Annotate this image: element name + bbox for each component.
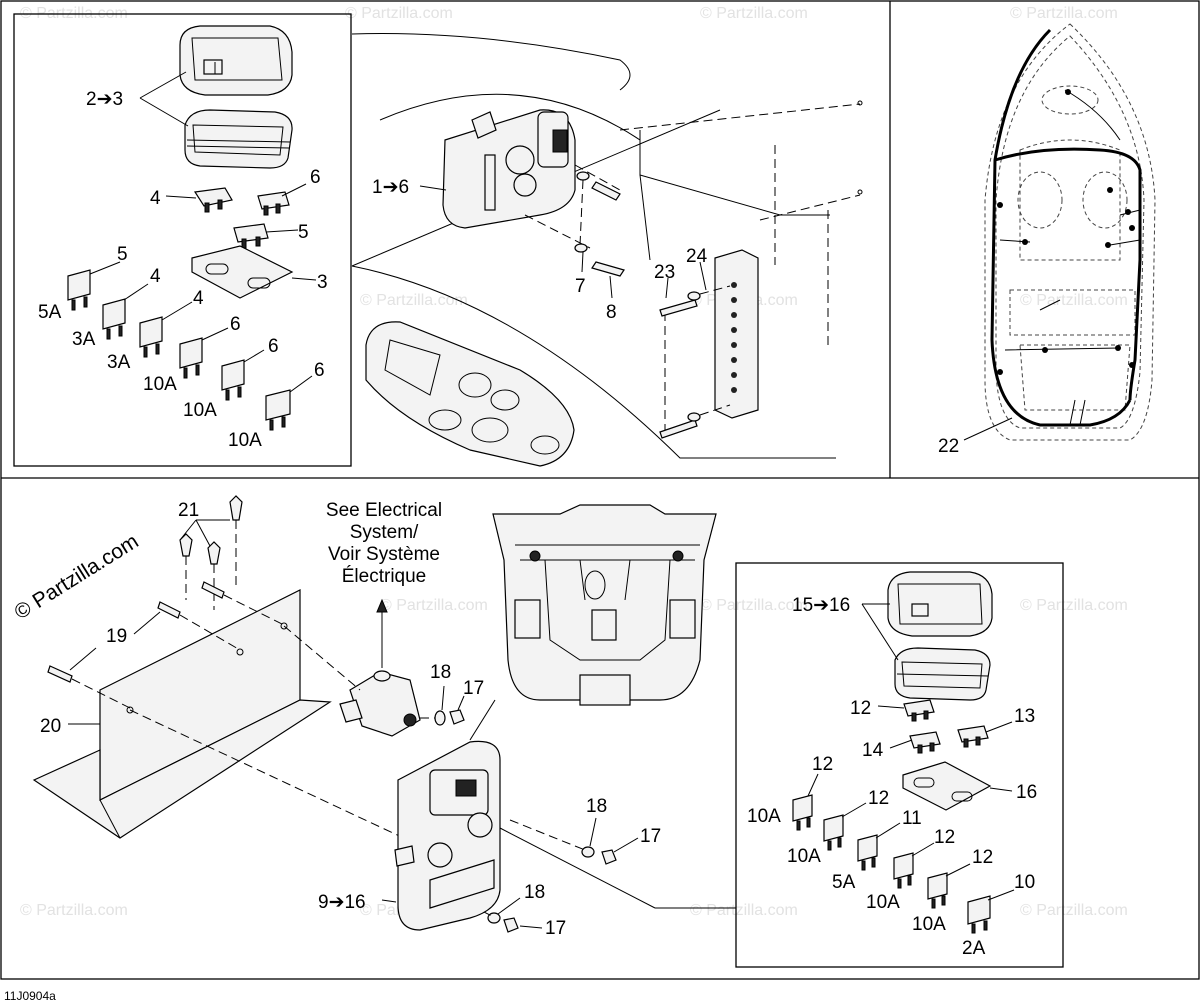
callout-23: 23 bbox=[654, 262, 675, 283]
callout-10: 10 bbox=[1014, 872, 1035, 893]
partzilla-watermark-main: © Partzilla.com bbox=[10, 530, 142, 624]
boat-harness-overview bbox=[963, 23, 1156, 441]
fuse-strip-b bbox=[903, 699, 989, 754]
callout-12: 12 bbox=[812, 754, 833, 775]
leader-lines-top-mid bbox=[419, 185, 707, 299]
fuse-box-cover-top bbox=[179, 25, 293, 96]
amp-label: 10A bbox=[787, 846, 821, 867]
callout-6: 6 bbox=[230, 314, 241, 335]
amp-label: 10A bbox=[912, 914, 946, 935]
callout-8: 8 bbox=[606, 302, 617, 323]
callout-5: 5 bbox=[298, 222, 309, 243]
callout-7: 7 bbox=[575, 276, 586, 297]
callout-6: 6 bbox=[314, 360, 325, 381]
callout-1-6: 1➔6 bbox=[372, 177, 409, 198]
leader-lines-bottom-left bbox=[68, 519, 639, 929]
leader-lines-top-left bbox=[89, 71, 317, 393]
callout-3: 3 bbox=[317, 272, 328, 293]
callout-22: 22 bbox=[938, 436, 959, 457]
fuse-box-seal-bottom bbox=[894, 647, 991, 701]
callout-12: 12 bbox=[868, 788, 889, 809]
amp-label: 2A bbox=[962, 938, 986, 959]
callout-13: 13 bbox=[1014, 706, 1035, 727]
watermark: © Partzilla.com bbox=[1020, 597, 1128, 614]
watermarks: © Partzilla.com © Partzilla.com © Partzi… bbox=[20, 5, 1128, 919]
watermark: © Partzilla.com bbox=[380, 597, 488, 614]
fuse-box-seal-top bbox=[184, 109, 293, 169]
fuse-strip-a bbox=[193, 187, 290, 249]
fuse-holder-plate-bottom bbox=[902, 761, 992, 811]
callout-15-16: 15➔16 bbox=[792, 595, 850, 616]
diagram-code: 11J0904a bbox=[4, 989, 56, 1003]
callout-19: 19 bbox=[106, 626, 127, 647]
amp-label: 10A bbox=[747, 806, 781, 827]
callout-12: 12 bbox=[972, 847, 993, 868]
callout-17: 17 bbox=[463, 678, 484, 699]
boat-deck-top bbox=[365, 321, 575, 467]
callout-18: 18 bbox=[430, 662, 451, 683]
callout-12: 12 bbox=[850, 698, 871, 719]
watermark: © Partzilla.com bbox=[1020, 902, 1128, 919]
callout-17: 17 bbox=[640, 826, 661, 847]
callout-21: 21 bbox=[178, 500, 199, 521]
fuse-box-assembly-bottom bbox=[394, 699, 736, 931]
note-line: See Electrical bbox=[326, 500, 442, 521]
callout-4: 4 bbox=[150, 188, 161, 209]
terminal-block bbox=[659, 249, 759, 439]
callout-labels: 2➔3 1➔6 4 6 5 3 5 4 4 6 6 6 5A 3A 3A 10A… bbox=[38, 89, 1037, 959]
watermark: © Partzilla.com bbox=[700, 5, 808, 22]
note-line: Voir Système bbox=[328, 544, 440, 565]
watermark: © Partzilla.com bbox=[1020, 292, 1128, 309]
watermark: © Partzilla.com bbox=[345, 5, 453, 22]
amp-label: 10A bbox=[866, 892, 900, 913]
amp-label: 5A bbox=[832, 872, 856, 893]
callout-2-3: 2➔3 bbox=[86, 89, 123, 110]
amp-label: 10A bbox=[143, 374, 177, 395]
callout-14: 14 bbox=[862, 740, 884, 761]
screws-bracket-top bbox=[524, 100, 863, 345]
console-underside bbox=[492, 504, 717, 706]
fuse-box-assembly-top bbox=[442, 109, 576, 229]
amp-label: 5A bbox=[38, 302, 62, 323]
fuse-box-cover-bottom bbox=[887, 571, 993, 637]
leader-lines-bottom-right bbox=[807, 603, 1015, 901]
note-line: System/ bbox=[350, 522, 419, 543]
solenoid-relay bbox=[129, 598, 441, 856]
callout-18: 18 bbox=[586, 796, 607, 817]
watermark: © Partzilla.com bbox=[360, 292, 468, 309]
callout-6: 6 bbox=[310, 167, 321, 188]
frame bbox=[0, 0, 1200, 980]
amp-label: 3A bbox=[107, 352, 131, 373]
callout-16: 16 bbox=[1016, 782, 1037, 803]
callout-20: 20 bbox=[40, 716, 61, 737]
fuse-row-bottom bbox=[792, 794, 991, 934]
callout-5: 5 bbox=[117, 244, 128, 265]
callout-12: 12 bbox=[934, 827, 955, 848]
watermark: © Partzilla.com bbox=[690, 902, 798, 919]
mounting-bracket bbox=[32, 589, 332, 839]
watermark: © Partzilla.com bbox=[20, 902, 128, 919]
amp-label: 10A bbox=[183, 400, 217, 421]
watermark: © Partzilla.com bbox=[700, 597, 808, 614]
callout-6: 6 bbox=[268, 336, 279, 357]
callout-11: 11 bbox=[902, 808, 922, 829]
amp-label: 3A bbox=[72, 329, 96, 350]
callout-4: 4 bbox=[193, 288, 204, 309]
electrical-system-note: See Electrical System/ Voir Système Élec… bbox=[326, 500, 442, 587]
nuts-washers bbox=[434, 709, 617, 933]
amp-label: 10A bbox=[228, 430, 262, 451]
fuse-holder-plate-top bbox=[191, 245, 294, 299]
watermark: © Partzilla.com bbox=[1010, 5, 1118, 22]
callout-24: 24 bbox=[686, 246, 708, 267]
callout-9-16: 9➔16 bbox=[318, 892, 366, 913]
fuse-row-top bbox=[67, 269, 291, 431]
callout-4: 4 bbox=[150, 266, 161, 287]
callout-18: 18 bbox=[524, 882, 545, 903]
note-line: Électrique bbox=[342, 566, 427, 587]
rivets-screws-bracket bbox=[47, 495, 285, 709]
callout-17: 17 bbox=[545, 918, 566, 939]
